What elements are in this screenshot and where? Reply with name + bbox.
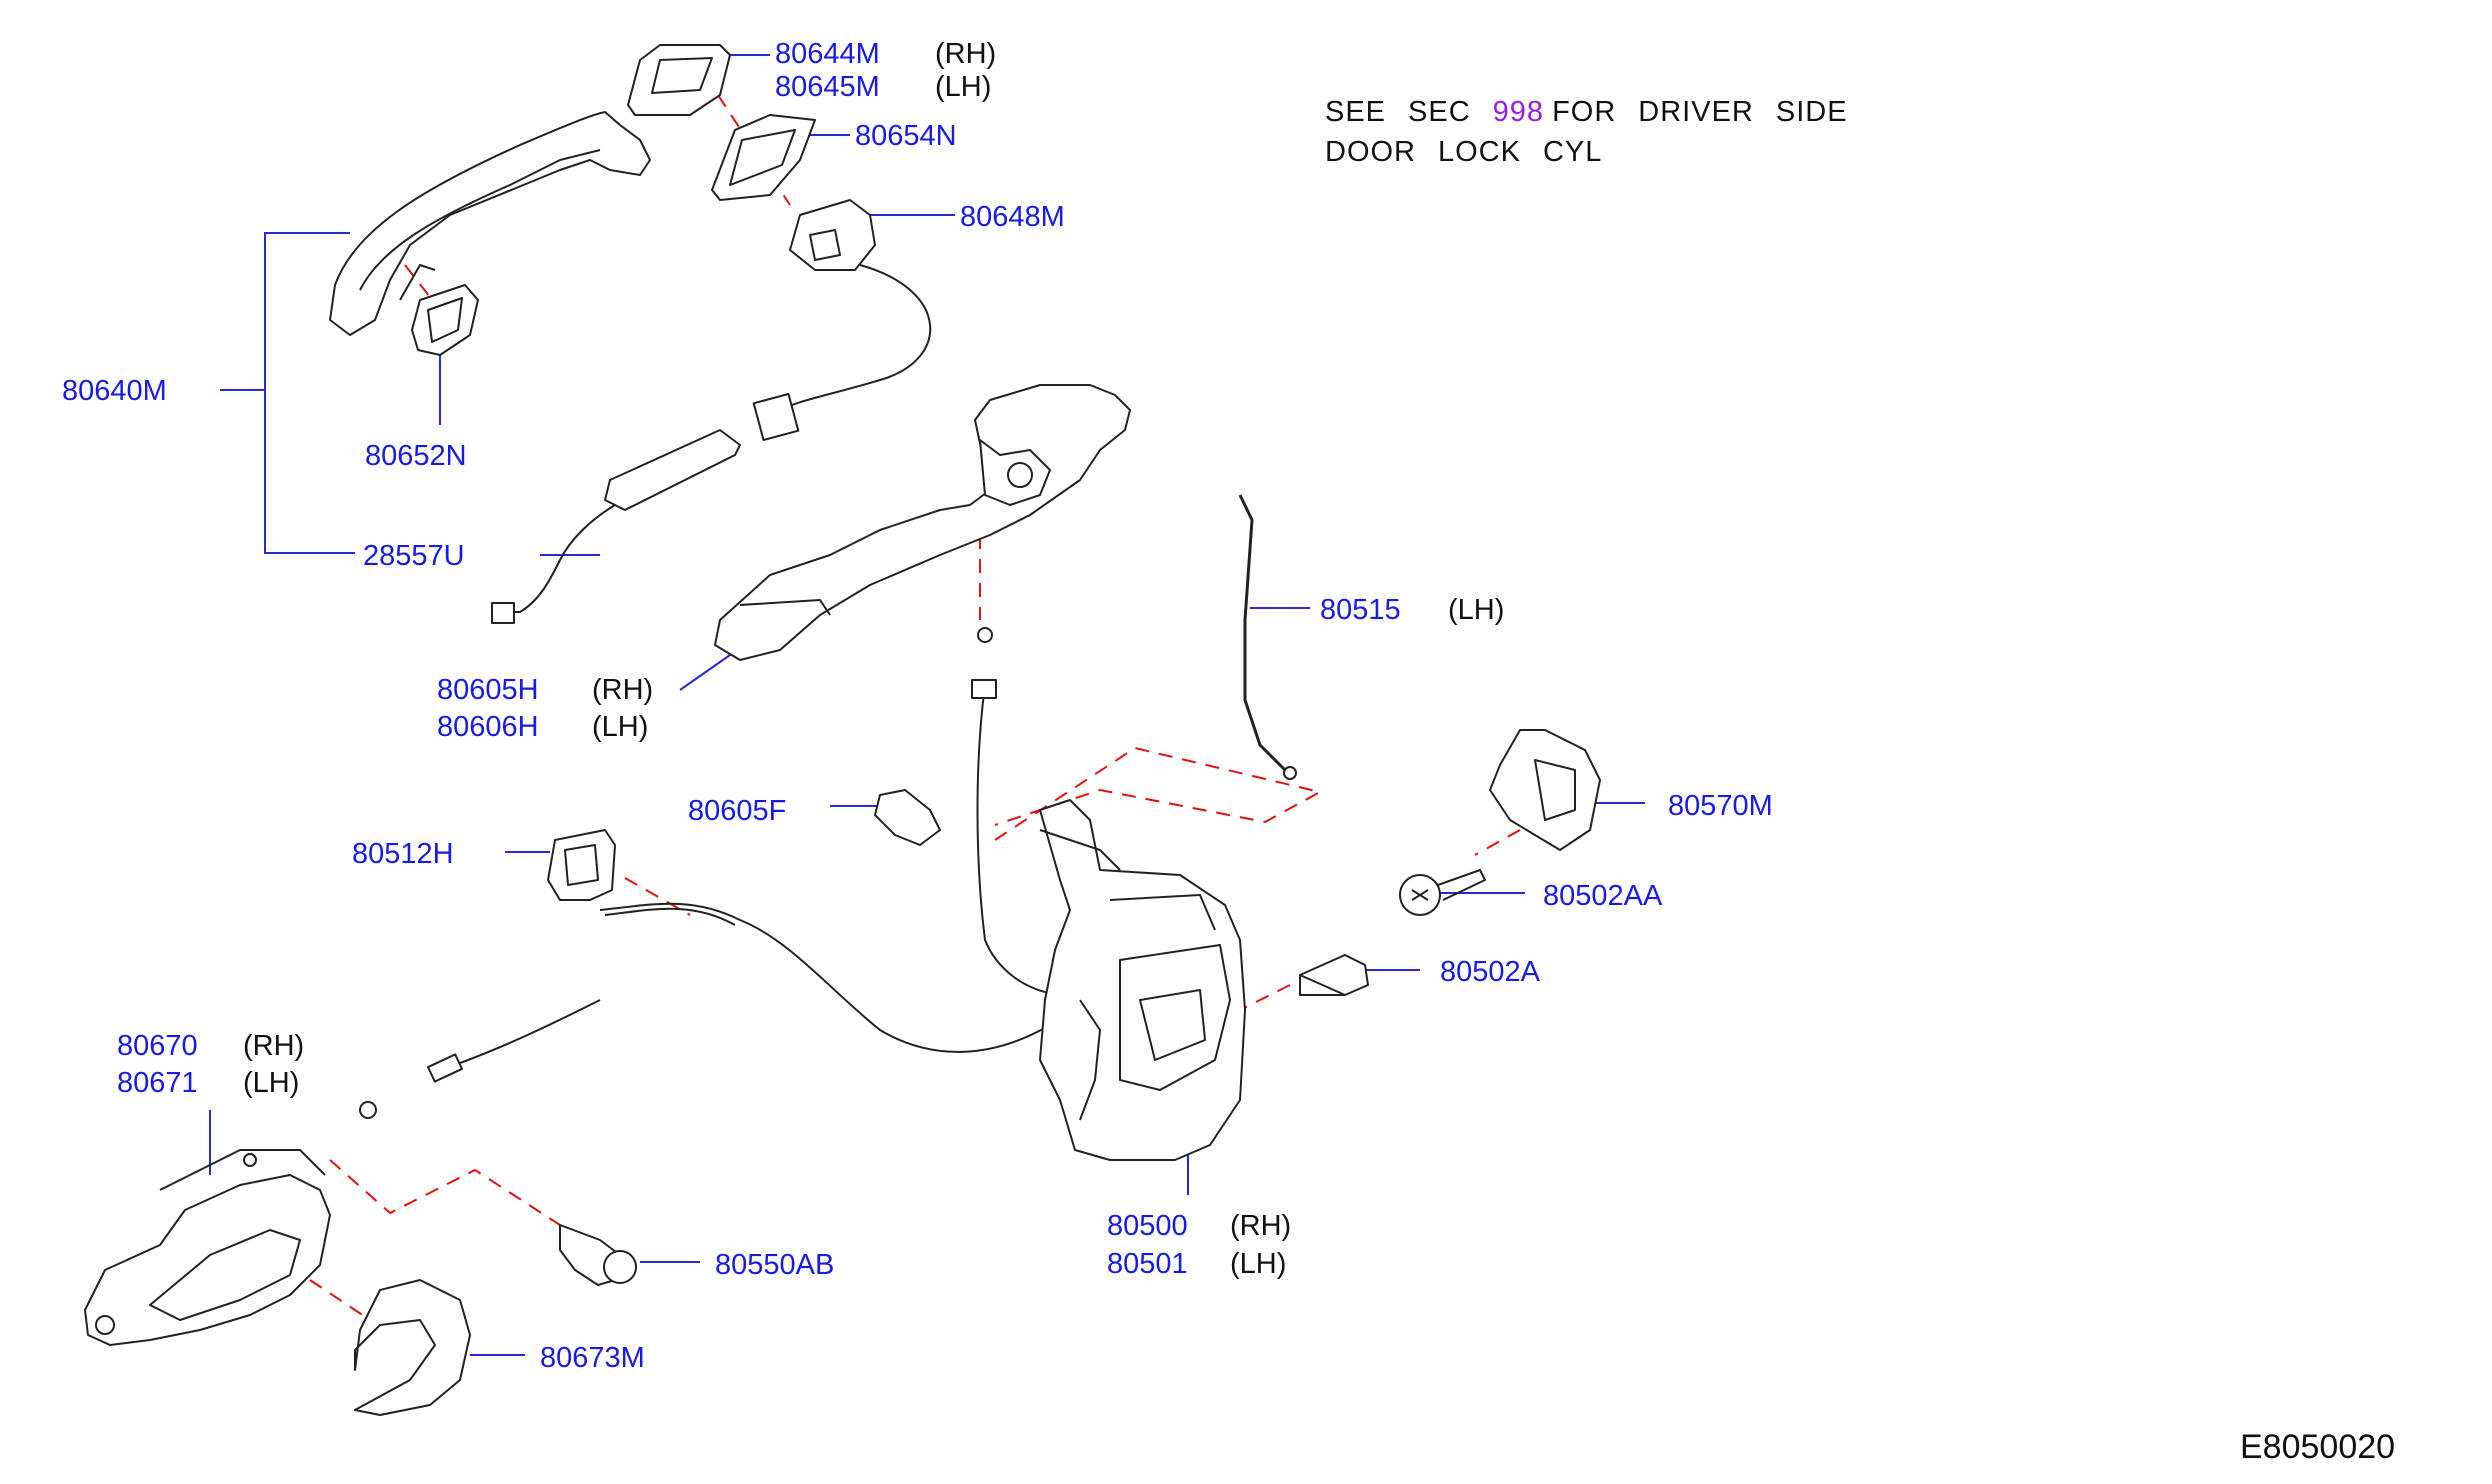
part-number-80502a[interactable]: 80502A: [1440, 956, 1540, 988]
part-number-80515[interactable]: 80515: [1320, 594, 1401, 626]
part-number-80640m[interactable]: 80640M: [62, 375, 167, 407]
part-number-80502aa[interactable]: 80502AA: [1543, 880, 1663, 912]
part-number-80501[interactable]: 80501: [1107, 1248, 1188, 1280]
part-suffix-80606h: (LH): [592, 711, 649, 743]
part-number-80644m[interactable]: 80644M: [775, 38, 880, 70]
part-suffix-80500: (RH): [1230, 1210, 1292, 1242]
part-suffix-80670: (RH): [243, 1030, 305, 1062]
section-reference-link[interactable]: 998: [1492, 96, 1545, 128]
part-number-80570m[interactable]: 80570M: [1668, 790, 1773, 822]
note-word: FOR: [1552, 96, 1617, 128]
part-number-80648m[interactable]: 80648M: [960, 201, 1065, 233]
part-suffix-80645m: (LH): [935, 71, 992, 103]
part-suffix-80644m: (RH): [935, 38, 997, 70]
leader-lines: [209, 54, 1645, 1356]
part-suffix-80515: (LH): [1448, 594, 1505, 626]
part-number-80670[interactable]: 80670: [117, 1030, 198, 1062]
part-suffix-80671: (LH): [243, 1067, 300, 1099]
note-word: LOCK: [1438, 136, 1521, 168]
part-number-80605h[interactable]: 80605H: [437, 674, 539, 706]
part-number-80652n[interactable]: 80652N: [365, 440, 467, 472]
part-drawings: [84, 44, 1601, 1416]
note-word: DOOR: [1325, 136, 1416, 168]
note-word: SEE: [1325, 96, 1387, 128]
part-number-80606h[interactable]: 80606H: [437, 711, 539, 743]
part-number-80654n[interactable]: 80654N: [855, 120, 957, 152]
part-number-80512h[interactable]: 80512H: [352, 838, 454, 870]
part-number-80673m[interactable]: 80673M: [540, 1342, 645, 1374]
part-number-80605f[interactable]: 80605F: [688, 795, 787, 827]
part-number-80550ab[interactable]: 80550AB: [715, 1249, 835, 1281]
part-number-80671[interactable]: 80671: [117, 1067, 198, 1099]
note-word: SIDE: [1775, 96, 1848, 128]
part-suffix-80605h: (RH): [592, 674, 654, 706]
note-word: SEC: [1408, 96, 1471, 128]
part-suffix-80501: (LH): [1230, 1248, 1287, 1280]
part-number-80500[interactable]: 80500: [1107, 1210, 1188, 1242]
driver-side-note-line-2: DOOR LOCK CYL: [1325, 138, 1624, 167]
note-word: CYL: [1542, 136, 1603, 168]
part-number-28557u[interactable]: 28557U: [363, 540, 465, 572]
part-number-80645m[interactable]: 80645M: [775, 71, 880, 103]
note-word: DRIVER: [1638, 96, 1754, 128]
dashed-guides: [309, 94, 1521, 1321]
diagram-code: E8050020: [2240, 1428, 2396, 1466]
